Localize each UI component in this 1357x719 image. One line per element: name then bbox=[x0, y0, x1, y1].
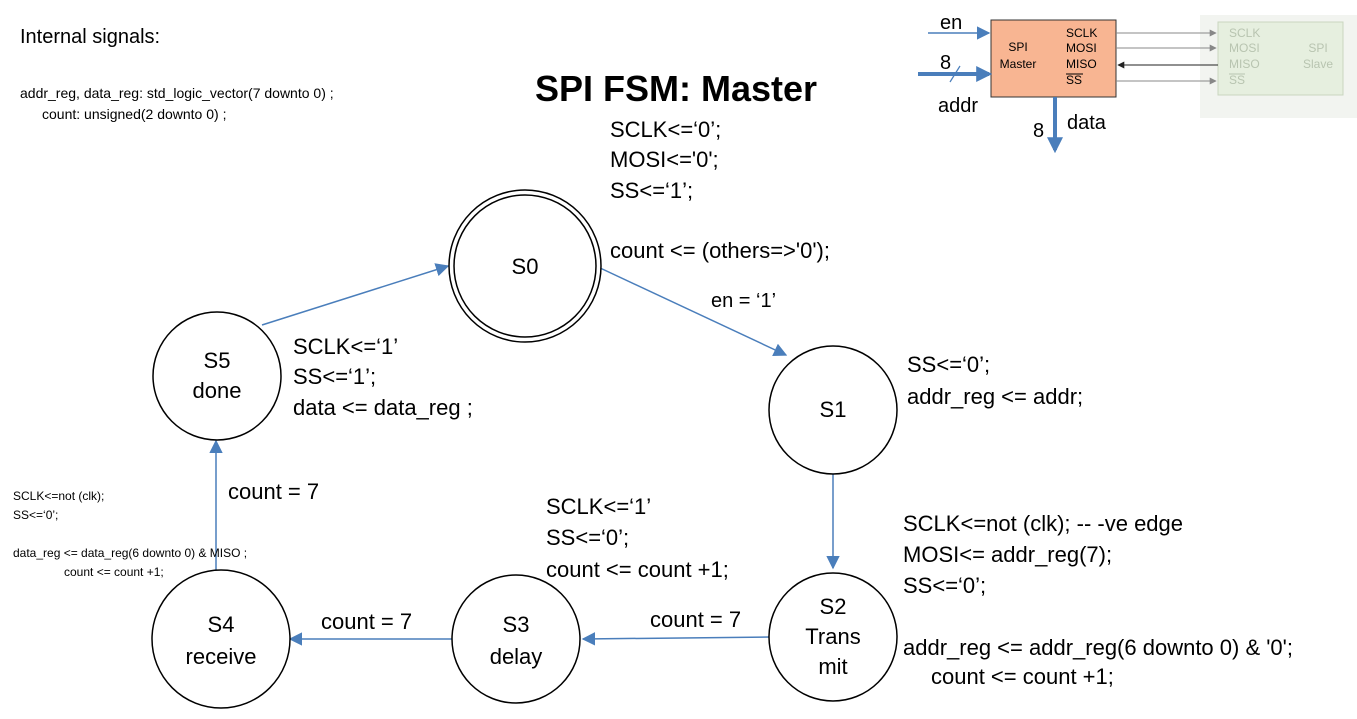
transition-label-s4-s5: count = 7 bbox=[228, 479, 320, 504]
spi-block-diagram: SCLK MOSI MISO SS SPI Slave SPI Master S… bbox=[918, 15, 1357, 154]
slave-port-miso: MISO bbox=[1229, 57, 1260, 71]
state-s4-label-2: receive bbox=[186, 644, 257, 669]
state-s2: S2 Trans mit bbox=[768, 572, 898, 702]
master-port-sclk: SCLK bbox=[1066, 26, 1097, 40]
state-s1: S1 bbox=[768, 345, 898, 475]
s4-action-1: SCLK<=not (clk); bbox=[13, 489, 105, 503]
state-s0-label: S0 bbox=[512, 254, 539, 279]
transition-s2-s3 bbox=[581, 632, 771, 646]
block-input-addr: addr bbox=[938, 95, 979, 117]
s5-action-1: SCLK<=‘1’ bbox=[293, 334, 399, 359]
internal-signals-heading: Internal signals: bbox=[20, 26, 161, 48]
s2-action-1: SCLK<=not (clk); -- -ve edge bbox=[903, 511, 1184, 536]
master-port-ss: SS bbox=[1066, 73, 1082, 87]
master-label-2: Master bbox=[1000, 57, 1037, 71]
s0-action-2: MOSI<='0'; bbox=[610, 147, 719, 172]
s4-action-2: SS<=‘0’; bbox=[13, 508, 59, 522]
s4-action-3: data_reg <= data_reg(6 downto 0) & MISO … bbox=[13, 546, 248, 560]
s5-action-3: data <= data_reg ; bbox=[293, 395, 473, 420]
block-input-en: en bbox=[940, 12, 963, 34]
slave-port-ss: SS bbox=[1229, 73, 1245, 87]
s2-action-2: MOSI<= addr_reg(7); bbox=[903, 542, 1113, 567]
state-s4: S4 receive bbox=[151, 569, 291, 709]
s0-action-1: SCLK<=‘0’; bbox=[610, 117, 722, 142]
slave-port-sclk: SCLK bbox=[1229, 26, 1260, 40]
block-output-data: data bbox=[1067, 112, 1106, 134]
slave-label-1: SPI bbox=[1308, 41, 1327, 55]
master-port-miso: MISO bbox=[1066, 57, 1097, 71]
state-s2-label-3: mit bbox=[818, 654, 847, 679]
block-input-width: 8 bbox=[940, 52, 952, 74]
s0-action-4: count <= (others=>'0'); bbox=[610, 238, 830, 263]
s1-action-2: addr_reg <= addr; bbox=[907, 384, 1084, 409]
s1-action-1: SS<=‘0’; bbox=[907, 352, 991, 377]
state-s5-label-2: done bbox=[193, 378, 242, 403]
transition-label-s0-s1: en = ‘1’ bbox=[711, 290, 777, 312]
s3-action-3: count <= count +1; bbox=[546, 557, 729, 582]
spi-master-block bbox=[990, 19, 1117, 98]
internal-signals-line-1: addr_reg, data_reg: std_logic_vector(7 d… bbox=[20, 85, 334, 101]
state-s5: S5 done bbox=[152, 311, 282, 441]
state-s2-label-2: Trans bbox=[805, 624, 860, 649]
state-s3-label: S3 bbox=[503, 612, 530, 637]
s2-action-3: SS<=‘0’; bbox=[903, 573, 987, 598]
s2-action-4: addr_reg <= addr_reg(6 downto 0) & '0'; bbox=[903, 635, 1293, 660]
state-s5-label: S5 bbox=[204, 348, 231, 373]
state-s2-label: S2 bbox=[820, 594, 847, 619]
transition-label-s3-s4: count = 7 bbox=[321, 609, 413, 634]
block-output-width: 8 bbox=[1033, 120, 1045, 142]
master-port-mosi: MOSI bbox=[1066, 41, 1097, 55]
internal-signals-line-2: count: unsigned(2 downto 0) ; bbox=[42, 106, 227, 122]
state-s0: S0 bbox=[448, 189, 602, 343]
state-s3: S3 delay bbox=[451, 574, 581, 704]
slave-port-mosi: MOSI bbox=[1229, 41, 1260, 55]
state-s3-label-2: delay bbox=[490, 644, 543, 669]
state-s1-label: S1 bbox=[820, 397, 847, 422]
s3-action-2: SS<=‘0’; bbox=[546, 525, 630, 550]
transition-label-s2-s3: count = 7 bbox=[650, 607, 742, 632]
s0-action-3: SS<=‘1’; bbox=[610, 178, 694, 203]
master-label-1: SPI bbox=[1008, 40, 1027, 54]
s5-action-2: SS<=‘1’; bbox=[293, 364, 377, 389]
page-title: SPI FSM: Master bbox=[535, 68, 818, 109]
s4-action-4: count <= count +1; bbox=[64, 565, 164, 579]
transition-s0-s1 bbox=[597, 266, 788, 356]
s2-action-5: count <= count +1; bbox=[931, 664, 1114, 689]
s3-action-1: SCLK<=‘1’ bbox=[546, 494, 652, 519]
transition-s5-s0 bbox=[261, 263, 450, 326]
state-s4-label: S4 bbox=[208, 612, 235, 637]
slave-label-2: Slave bbox=[1303, 57, 1333, 71]
